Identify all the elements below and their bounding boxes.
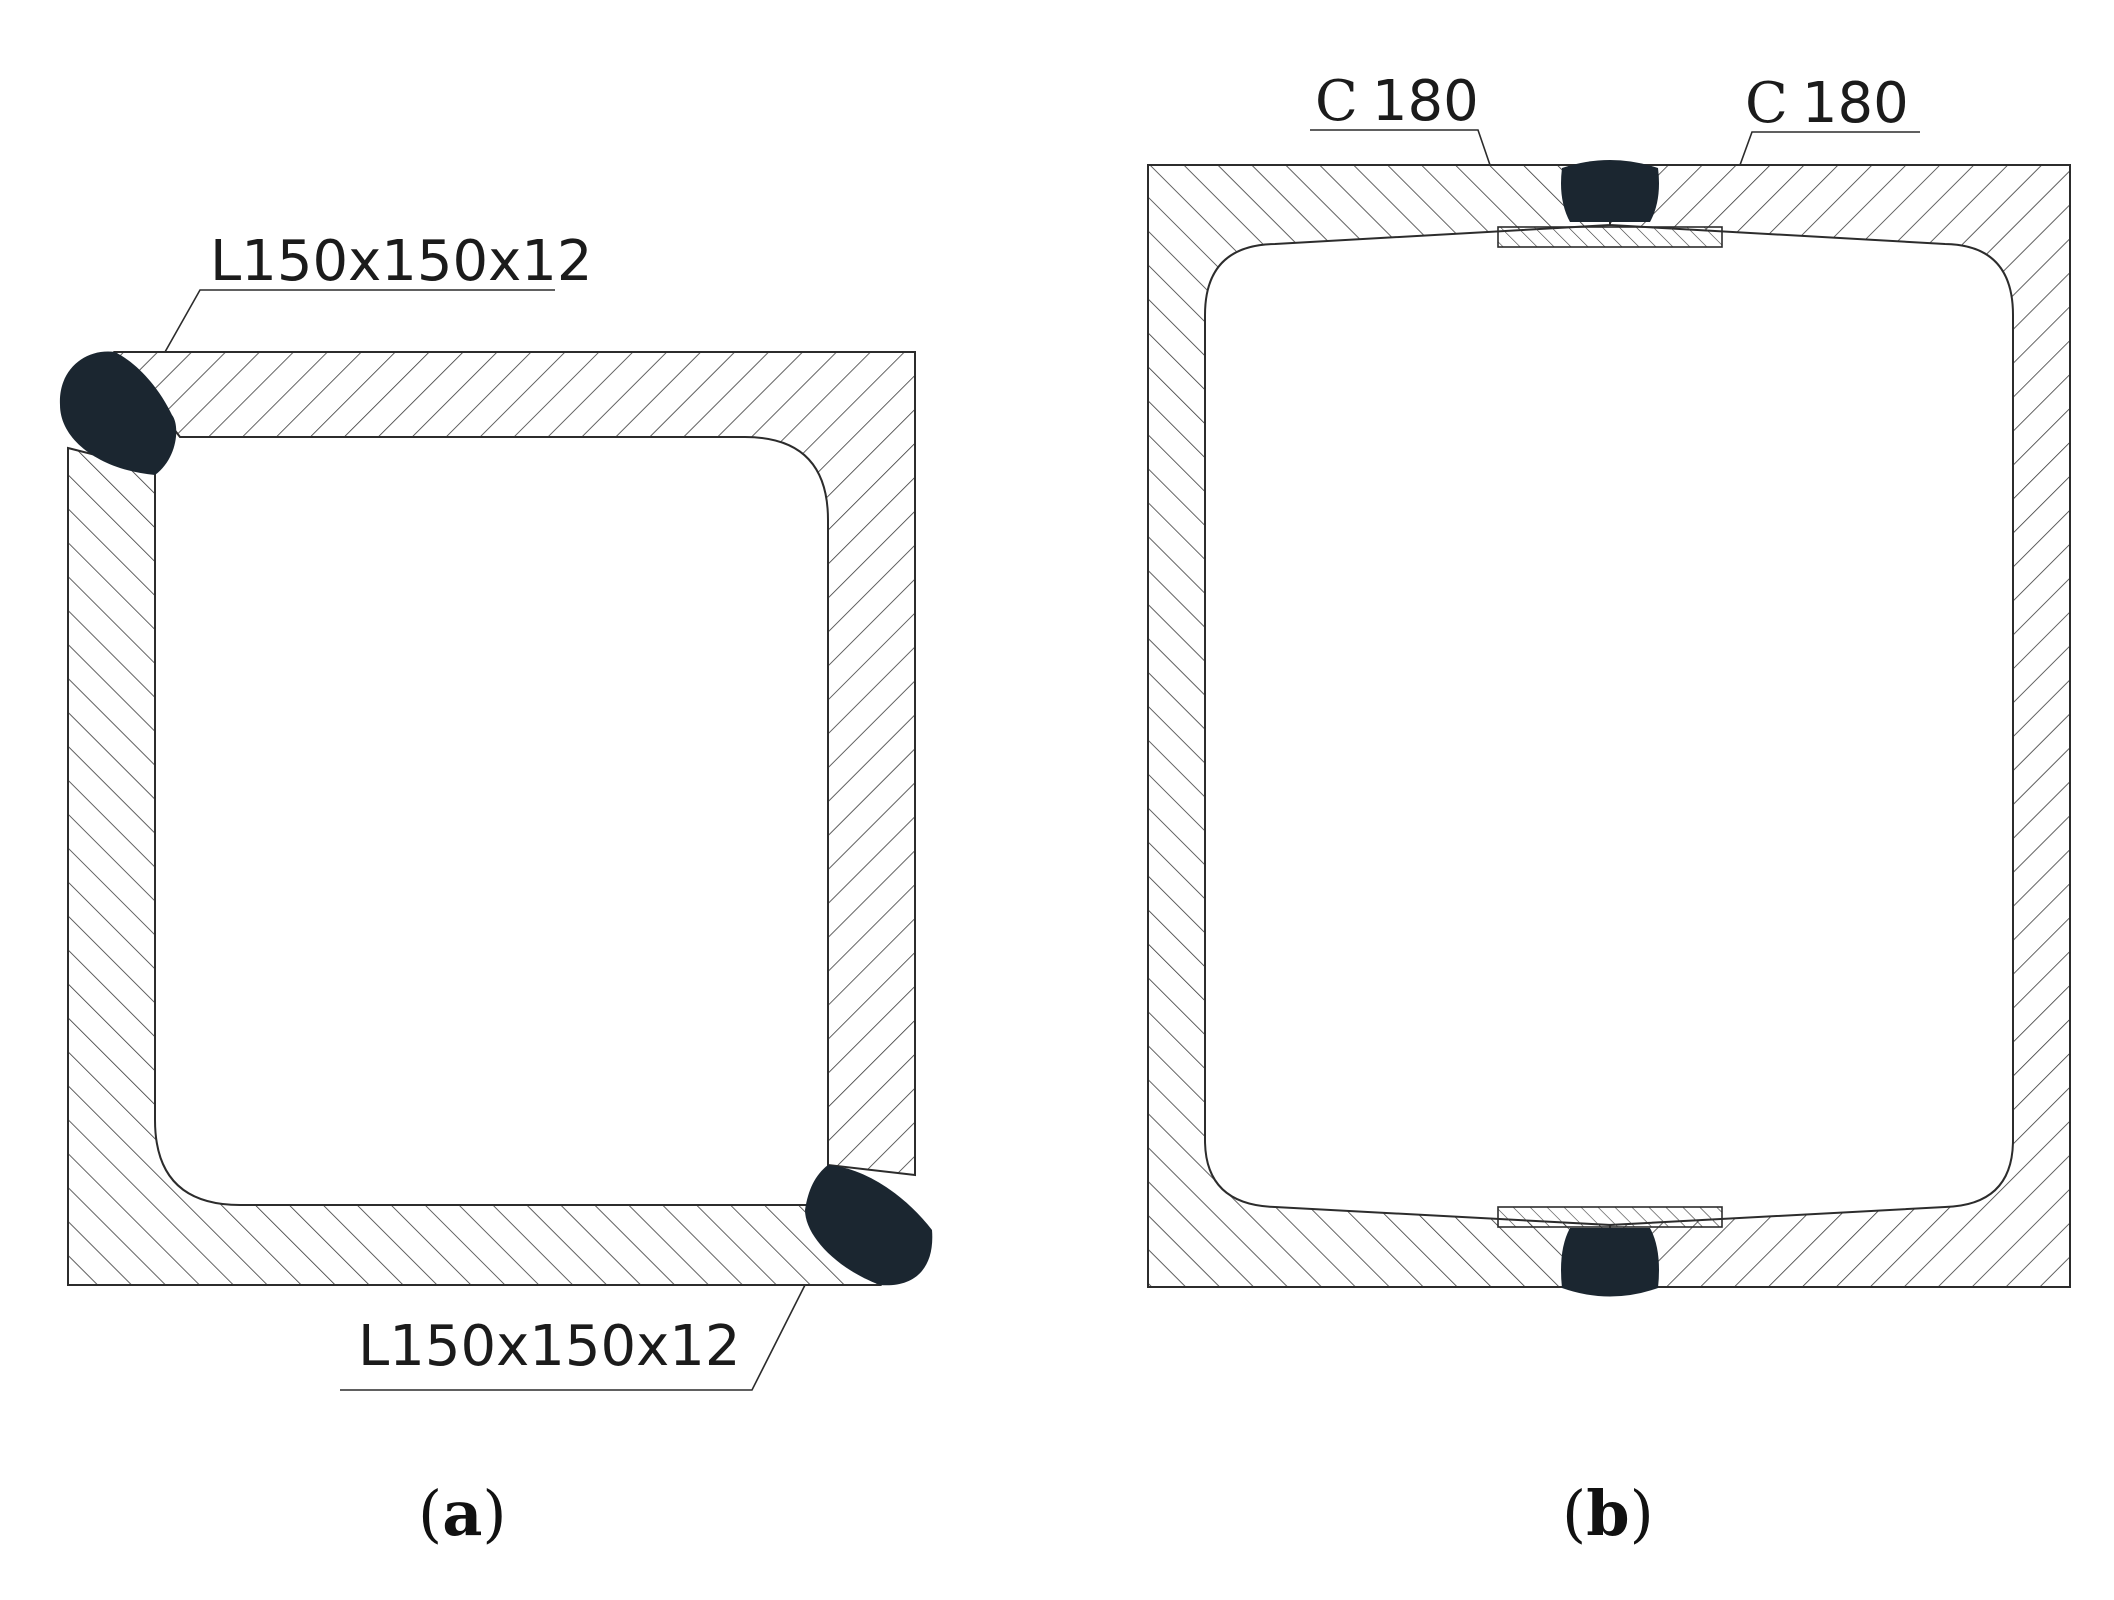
channel-section-left [1147,164,1611,1288]
angle-section-lower-left [67,446,882,1286]
weld-bottom-center [1561,1228,1659,1297]
label-bottom-angle: L150x150x12 [358,1314,741,1379]
panel-a: L150x150x12 L150x150x12 (a) [59,229,933,1550]
weld-bottom-right [805,1165,933,1286]
angle-section-upper-right [112,351,916,1177]
weld-top-center [1561,160,1659,222]
leader-line-left [1310,129,1491,166]
label-top-angle: L150x150x12 [210,229,593,294]
caption-b: (b) [1562,1477,1654,1550]
caption-a: (a) [418,1477,507,1550]
splice-plate-top [1497,226,1723,248]
splice-plate-bottom [1497,1206,1723,1228]
channel-section-right [1609,164,2071,1288]
leader-line-top [164,289,555,353]
weld-top-left [59,351,177,475]
leader-line-bottom [340,1284,806,1391]
leader-line-right [1739,131,1920,166]
